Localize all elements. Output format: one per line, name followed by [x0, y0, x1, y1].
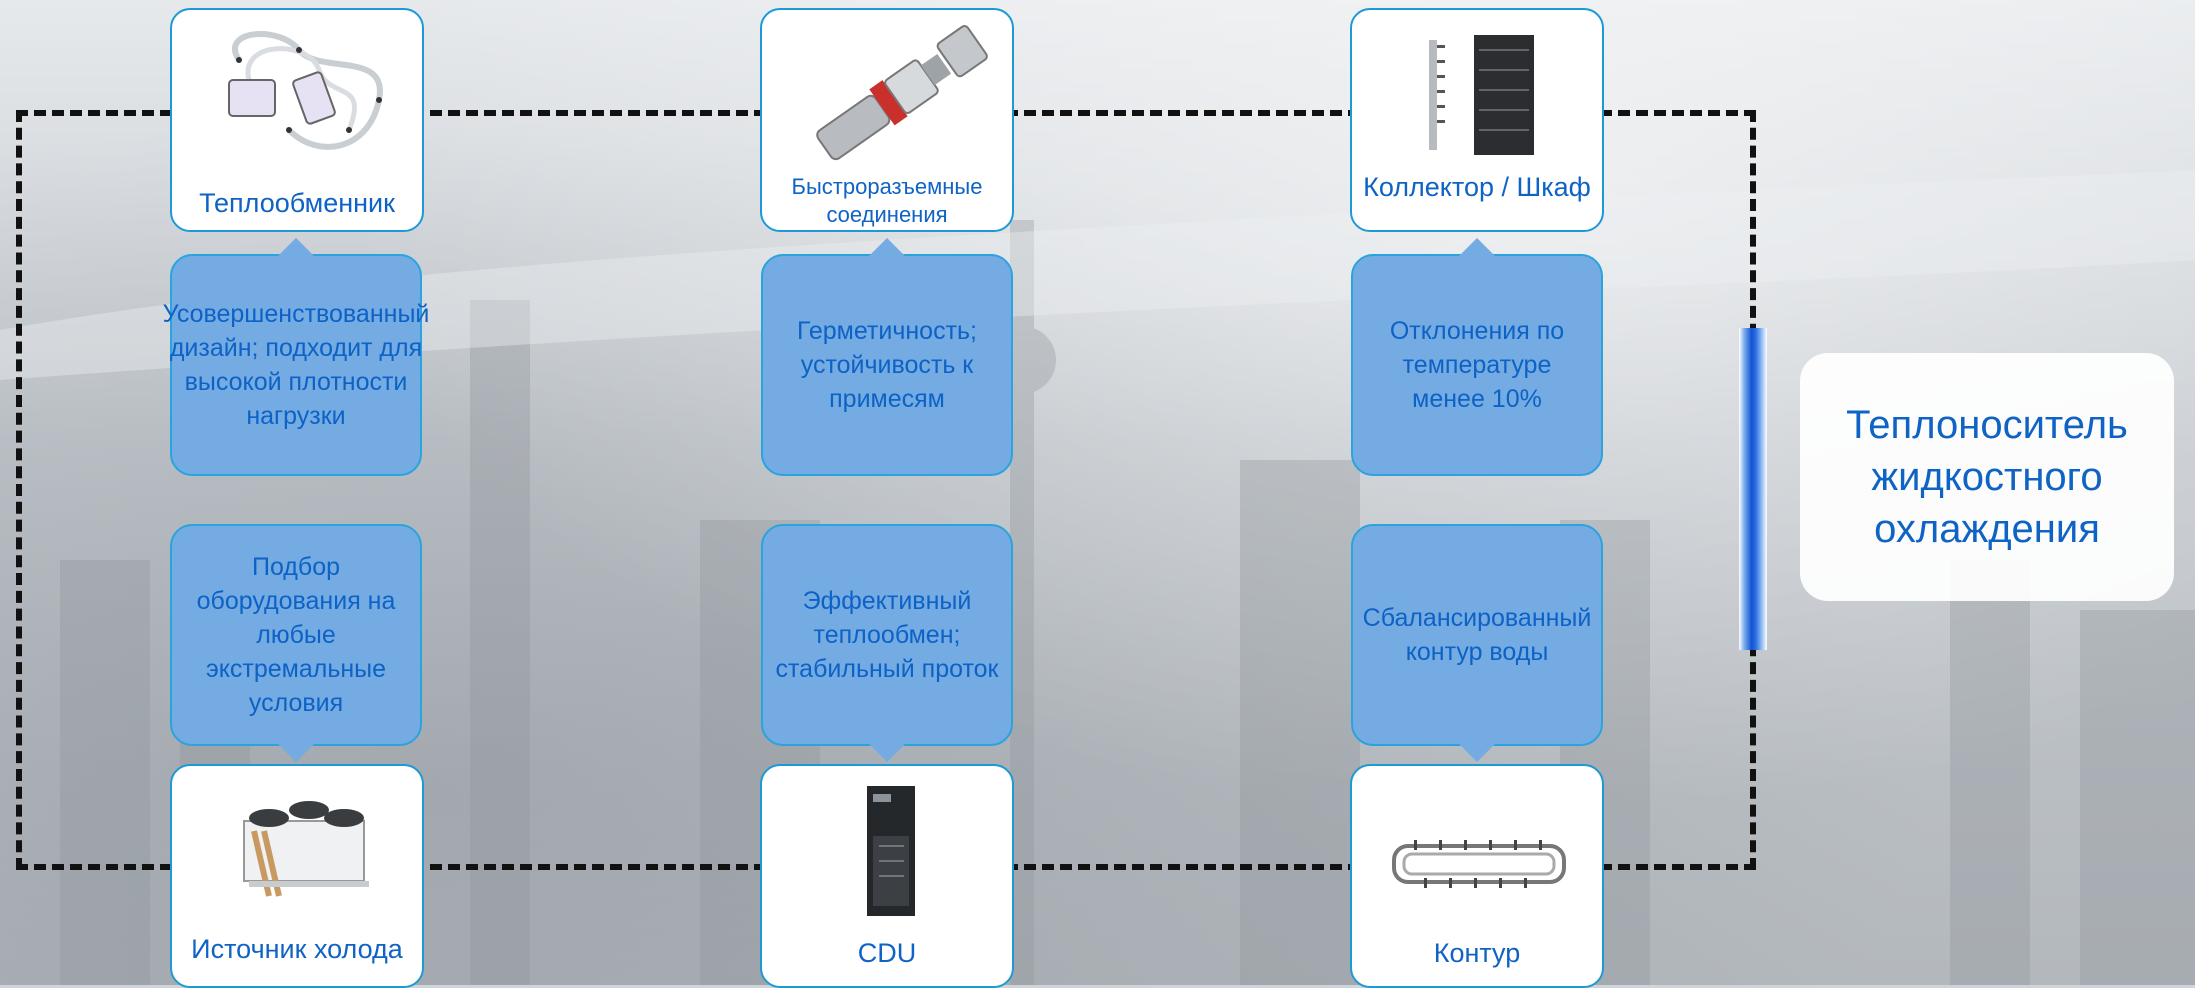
- dry-cooler-icon: [243, 801, 369, 897]
- bubble-loop: Сбалансированный контур воды: [1351, 524, 1603, 762]
- loop-label: Контур: [1433, 938, 1521, 968]
- bubble-heat-exchanger: Усовершенствованный дизайн; подходит для…: [163, 238, 429, 476]
- bubble-cold-source: Подбор оборудования на любые экстремальн…: [170, 524, 422, 762]
- bubble-cdu: Эффективный теплообмен; стабильный прото…: [761, 524, 1013, 762]
- manifold-cabinet-icon: [1429, 35, 1534, 155]
- card-loop: Контур: [1350, 764, 1604, 988]
- cold-source-feature: Подбор оборудования на любые экстремальн…: [196, 553, 396, 717]
- quick-connector-icon: [816, 25, 988, 161]
- card-cold-source: Источник холода: [170, 764, 424, 988]
- coolant-pipe: [1739, 328, 1767, 650]
- bubble-manifold: Отклонения по температуре менее 10%: [1351, 238, 1603, 476]
- bubble-quick-connectors: Герметичность; устойчивость к примесям: [761, 238, 1013, 476]
- coolant-label: Теплоноситель жидкостного охлаждения: [1846, 403, 2128, 551]
- loop-feature: Сбалансированный контур воды: [1362, 604, 1592, 666]
- cold-source-label: Источник холода: [191, 934, 403, 964]
- manifold-label: Коллектор / Шкаф: [1363, 172, 1591, 202]
- cdu-feature: Эффективный теплообмен; стабильный прото…: [775, 587, 999, 683]
- quick-connectors-label: Быстроразъемные соединения: [791, 174, 983, 227]
- heat-exchanger-icon: [228, 31, 383, 150]
- heat-exchanger-label: Теплообменник: [199, 188, 395, 218]
- card-heat-exchanger: Теплообменник: [170, 8, 424, 232]
- manifold-feature: Отклонения по температуре менее 10%: [1389, 317, 1565, 413]
- quick-connectors-feature: Герметичность; устойчивость к примесям: [796, 317, 977, 413]
- piping-loop-icon: [1392, 840, 1566, 888]
- coolant-panel: Теплоноситель жидкостного охлаждения: [1800, 353, 2174, 601]
- cdu-label: CDU: [857, 938, 917, 968]
- card-manifold: Коллектор / Шкаф: [1350, 8, 1604, 232]
- card-cdu: CDU: [760, 764, 1014, 988]
- cdu-unit-icon: [867, 786, 915, 916]
- card-quick-connectors: Быстроразъемные соединения: [760, 8, 1014, 232]
- heat-exchanger-feature: Усовершенствованный дизайн; подходит для…: [162, 300, 430, 430]
